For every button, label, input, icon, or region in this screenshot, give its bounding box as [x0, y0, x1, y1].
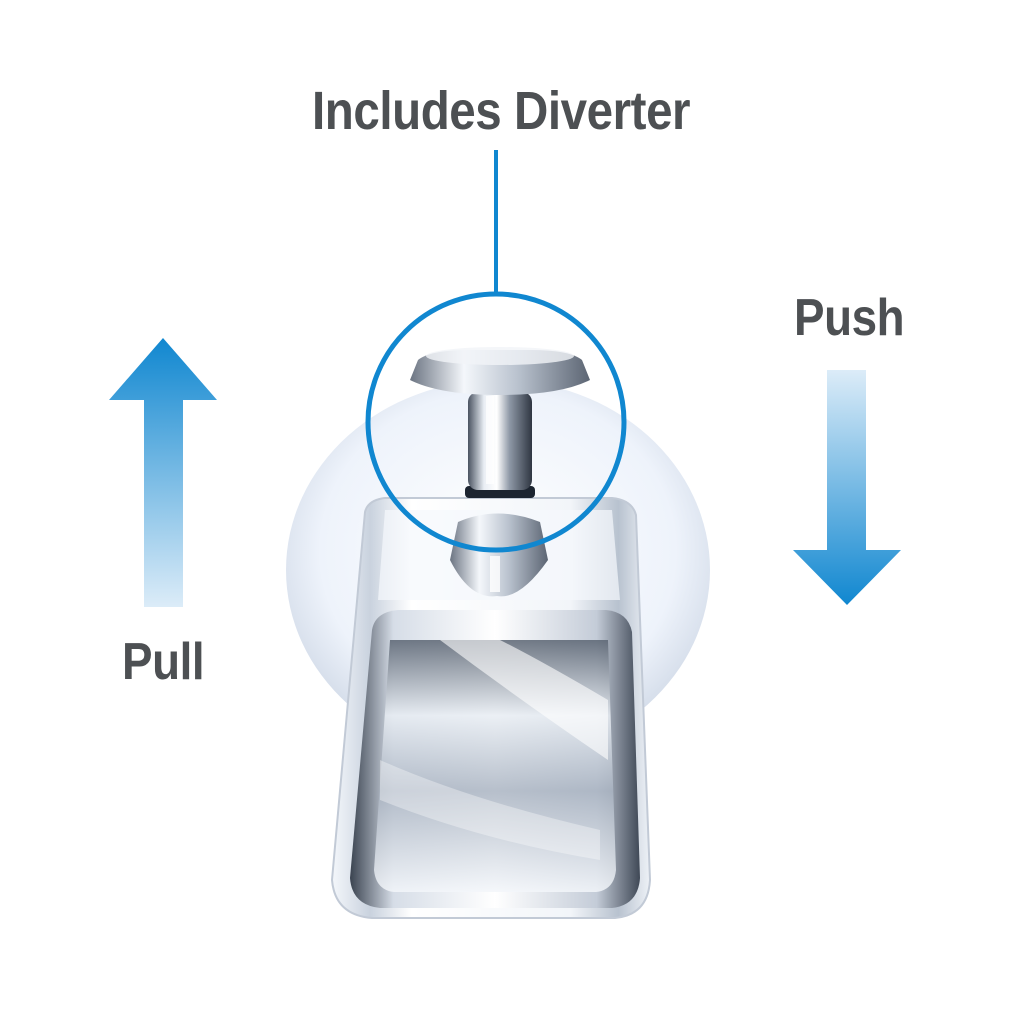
- diverter-title: Includes Diverter: [312, 81, 691, 141]
- push-label: Push: [794, 289, 905, 347]
- spout-body: [330, 497, 652, 919]
- callout-circle-icon: [365, 150, 627, 553]
- arrow-up-icon: [109, 338, 217, 607]
- arrow-down-icon: [793, 370, 901, 605]
- pull-label: Pull: [122, 633, 205, 691]
- diverter-knob[interactable]: [410, 347, 590, 498]
